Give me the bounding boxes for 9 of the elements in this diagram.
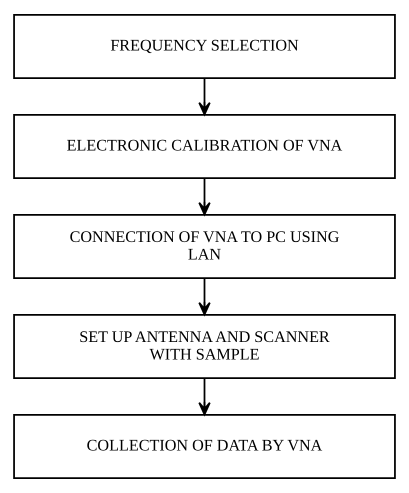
arrow (198, 378, 211, 416)
arrow (198, 178, 211, 216)
node-box: COLLECTION OF DATA BY VNA (13, 414, 396, 479)
arrow (198, 278, 211, 316)
arrow (198, 78, 211, 116)
node-box: CONNECTION OF VNA TO PC USING LAN (13, 214, 396, 279)
node-box: ELECTRONIC CALIBRATION OF VNA (13, 114, 396, 179)
node-box: SET UP ANTENNA AND SCANNER WITH SAMPLE (13, 314, 396, 379)
node-box: FREQUENCY SELECTION (13, 14, 396, 79)
